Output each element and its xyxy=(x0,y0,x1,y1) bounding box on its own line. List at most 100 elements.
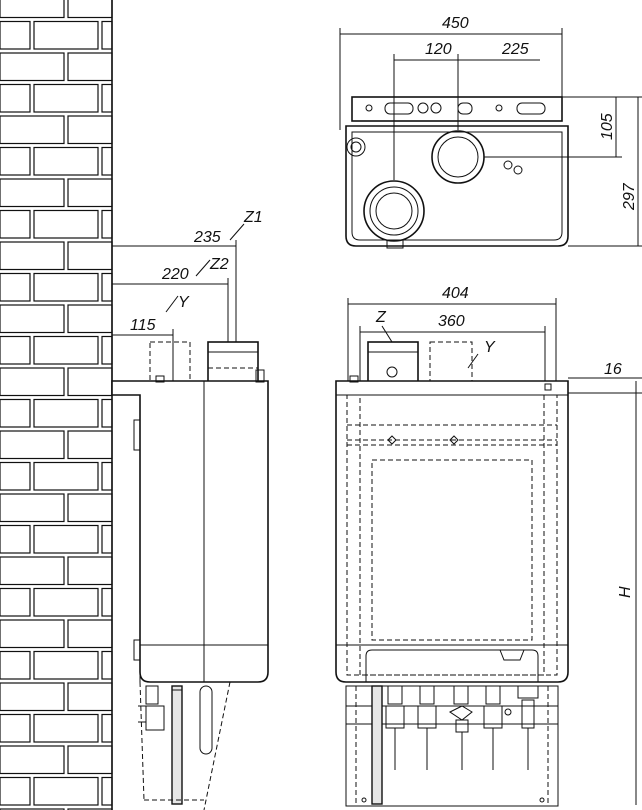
side-corrugated-hose xyxy=(171,685,183,805)
brick xyxy=(67,430,113,460)
brick xyxy=(0,272,31,302)
bracket-hole-2 xyxy=(430,102,442,114)
brick xyxy=(0,650,31,680)
bracket-slot-3 xyxy=(516,102,546,115)
brick xyxy=(0,0,65,19)
front-control-panel xyxy=(365,649,539,682)
front-fitting-3b xyxy=(455,719,469,733)
front-fitting-1b xyxy=(385,705,405,729)
brick xyxy=(67,115,113,145)
front-inner-frame-2-dashed xyxy=(359,394,545,676)
side-drain-trap xyxy=(199,685,213,755)
brick xyxy=(33,776,99,806)
brick xyxy=(33,335,99,365)
brick xyxy=(101,398,113,428)
dim-297-label: 297 xyxy=(621,182,638,211)
brick xyxy=(33,524,99,554)
dim-360-label: 360 xyxy=(438,313,465,330)
front-top-knob xyxy=(349,375,359,383)
brick xyxy=(33,83,99,113)
brick xyxy=(67,745,113,775)
brick xyxy=(0,461,31,491)
vent-hole-1 xyxy=(503,160,513,170)
brick xyxy=(33,461,99,491)
front-flue-pipe xyxy=(367,341,419,383)
brick xyxy=(101,335,113,365)
front-bolt-2 xyxy=(361,797,367,803)
dim-16-label: 16 xyxy=(604,361,622,378)
brick xyxy=(0,367,65,397)
z-leader xyxy=(381,325,393,343)
brick xyxy=(101,272,113,302)
front-side-knob xyxy=(544,383,552,391)
front-view: 404 360 Z Y 16 H xyxy=(335,285,642,807)
dim-105-label: 105 xyxy=(599,113,616,140)
top-body-outline xyxy=(345,125,569,247)
brick xyxy=(67,241,113,271)
front-body xyxy=(335,380,569,683)
brick xyxy=(33,650,99,680)
side-flue-pipe xyxy=(207,341,259,383)
brick xyxy=(33,587,99,617)
mounting-bracket xyxy=(351,96,563,122)
brick xyxy=(33,146,99,176)
side-top-knob xyxy=(155,375,165,383)
brick xyxy=(67,52,113,82)
brick xyxy=(67,493,113,523)
brick xyxy=(67,0,113,19)
flue-outlet-top-inner xyxy=(437,136,479,178)
front-fitting-5 xyxy=(517,685,539,699)
brick xyxy=(101,461,113,491)
brick xyxy=(0,83,31,113)
side-view: 235 Z1 220 Z2 115 Y xyxy=(111,209,269,810)
dim-225-label: 225 xyxy=(501,41,529,58)
brick xyxy=(67,556,113,586)
bracket-hole-4 xyxy=(495,104,503,112)
front-fitting-1 xyxy=(387,685,403,705)
side-body xyxy=(111,380,269,683)
vent-hole-2 xyxy=(513,165,523,175)
front-fitting-2b xyxy=(417,705,437,729)
front-bolt-1 xyxy=(504,708,512,716)
brick xyxy=(0,304,65,334)
side-fitting-2 xyxy=(145,705,165,731)
brick xyxy=(0,430,65,460)
brick xyxy=(0,115,65,145)
front-y-label: Y xyxy=(484,339,496,356)
front-air-duct-dashed xyxy=(429,341,473,398)
dim-235-label: 235 xyxy=(193,229,221,246)
brick xyxy=(0,713,31,743)
brick xyxy=(0,587,31,617)
brick xyxy=(0,745,65,775)
brick xyxy=(0,52,65,82)
z1-leader xyxy=(229,223,245,241)
air-inlet-top-inner xyxy=(369,186,419,236)
side-wall-bracket-2 xyxy=(133,639,141,661)
brick xyxy=(0,556,65,586)
brick-wall xyxy=(0,0,113,810)
side-dashed-funnel-left xyxy=(139,681,145,801)
front-flue-port xyxy=(386,366,398,378)
corner-plug-inner xyxy=(350,141,362,153)
front-fitting-3 xyxy=(453,685,469,705)
brick xyxy=(101,146,113,176)
brick xyxy=(67,619,113,649)
brick xyxy=(0,682,65,712)
h-label: H xyxy=(617,586,634,598)
side-fitting-1 xyxy=(145,685,159,705)
corner-plug xyxy=(346,137,366,157)
dim-404-label: 404 xyxy=(442,285,469,302)
front-bolt-3 xyxy=(539,797,545,803)
bracket-hole-3 xyxy=(365,104,373,112)
brick xyxy=(0,619,65,649)
brick xyxy=(67,304,113,334)
brick xyxy=(0,146,31,176)
brick xyxy=(101,776,113,806)
front-fitting-4 xyxy=(485,685,501,705)
air-inlet-top xyxy=(363,180,425,242)
dim-115-label: 115 xyxy=(130,317,156,334)
brick xyxy=(101,83,113,113)
brick xyxy=(67,178,113,208)
front-valve-3 xyxy=(449,705,473,721)
